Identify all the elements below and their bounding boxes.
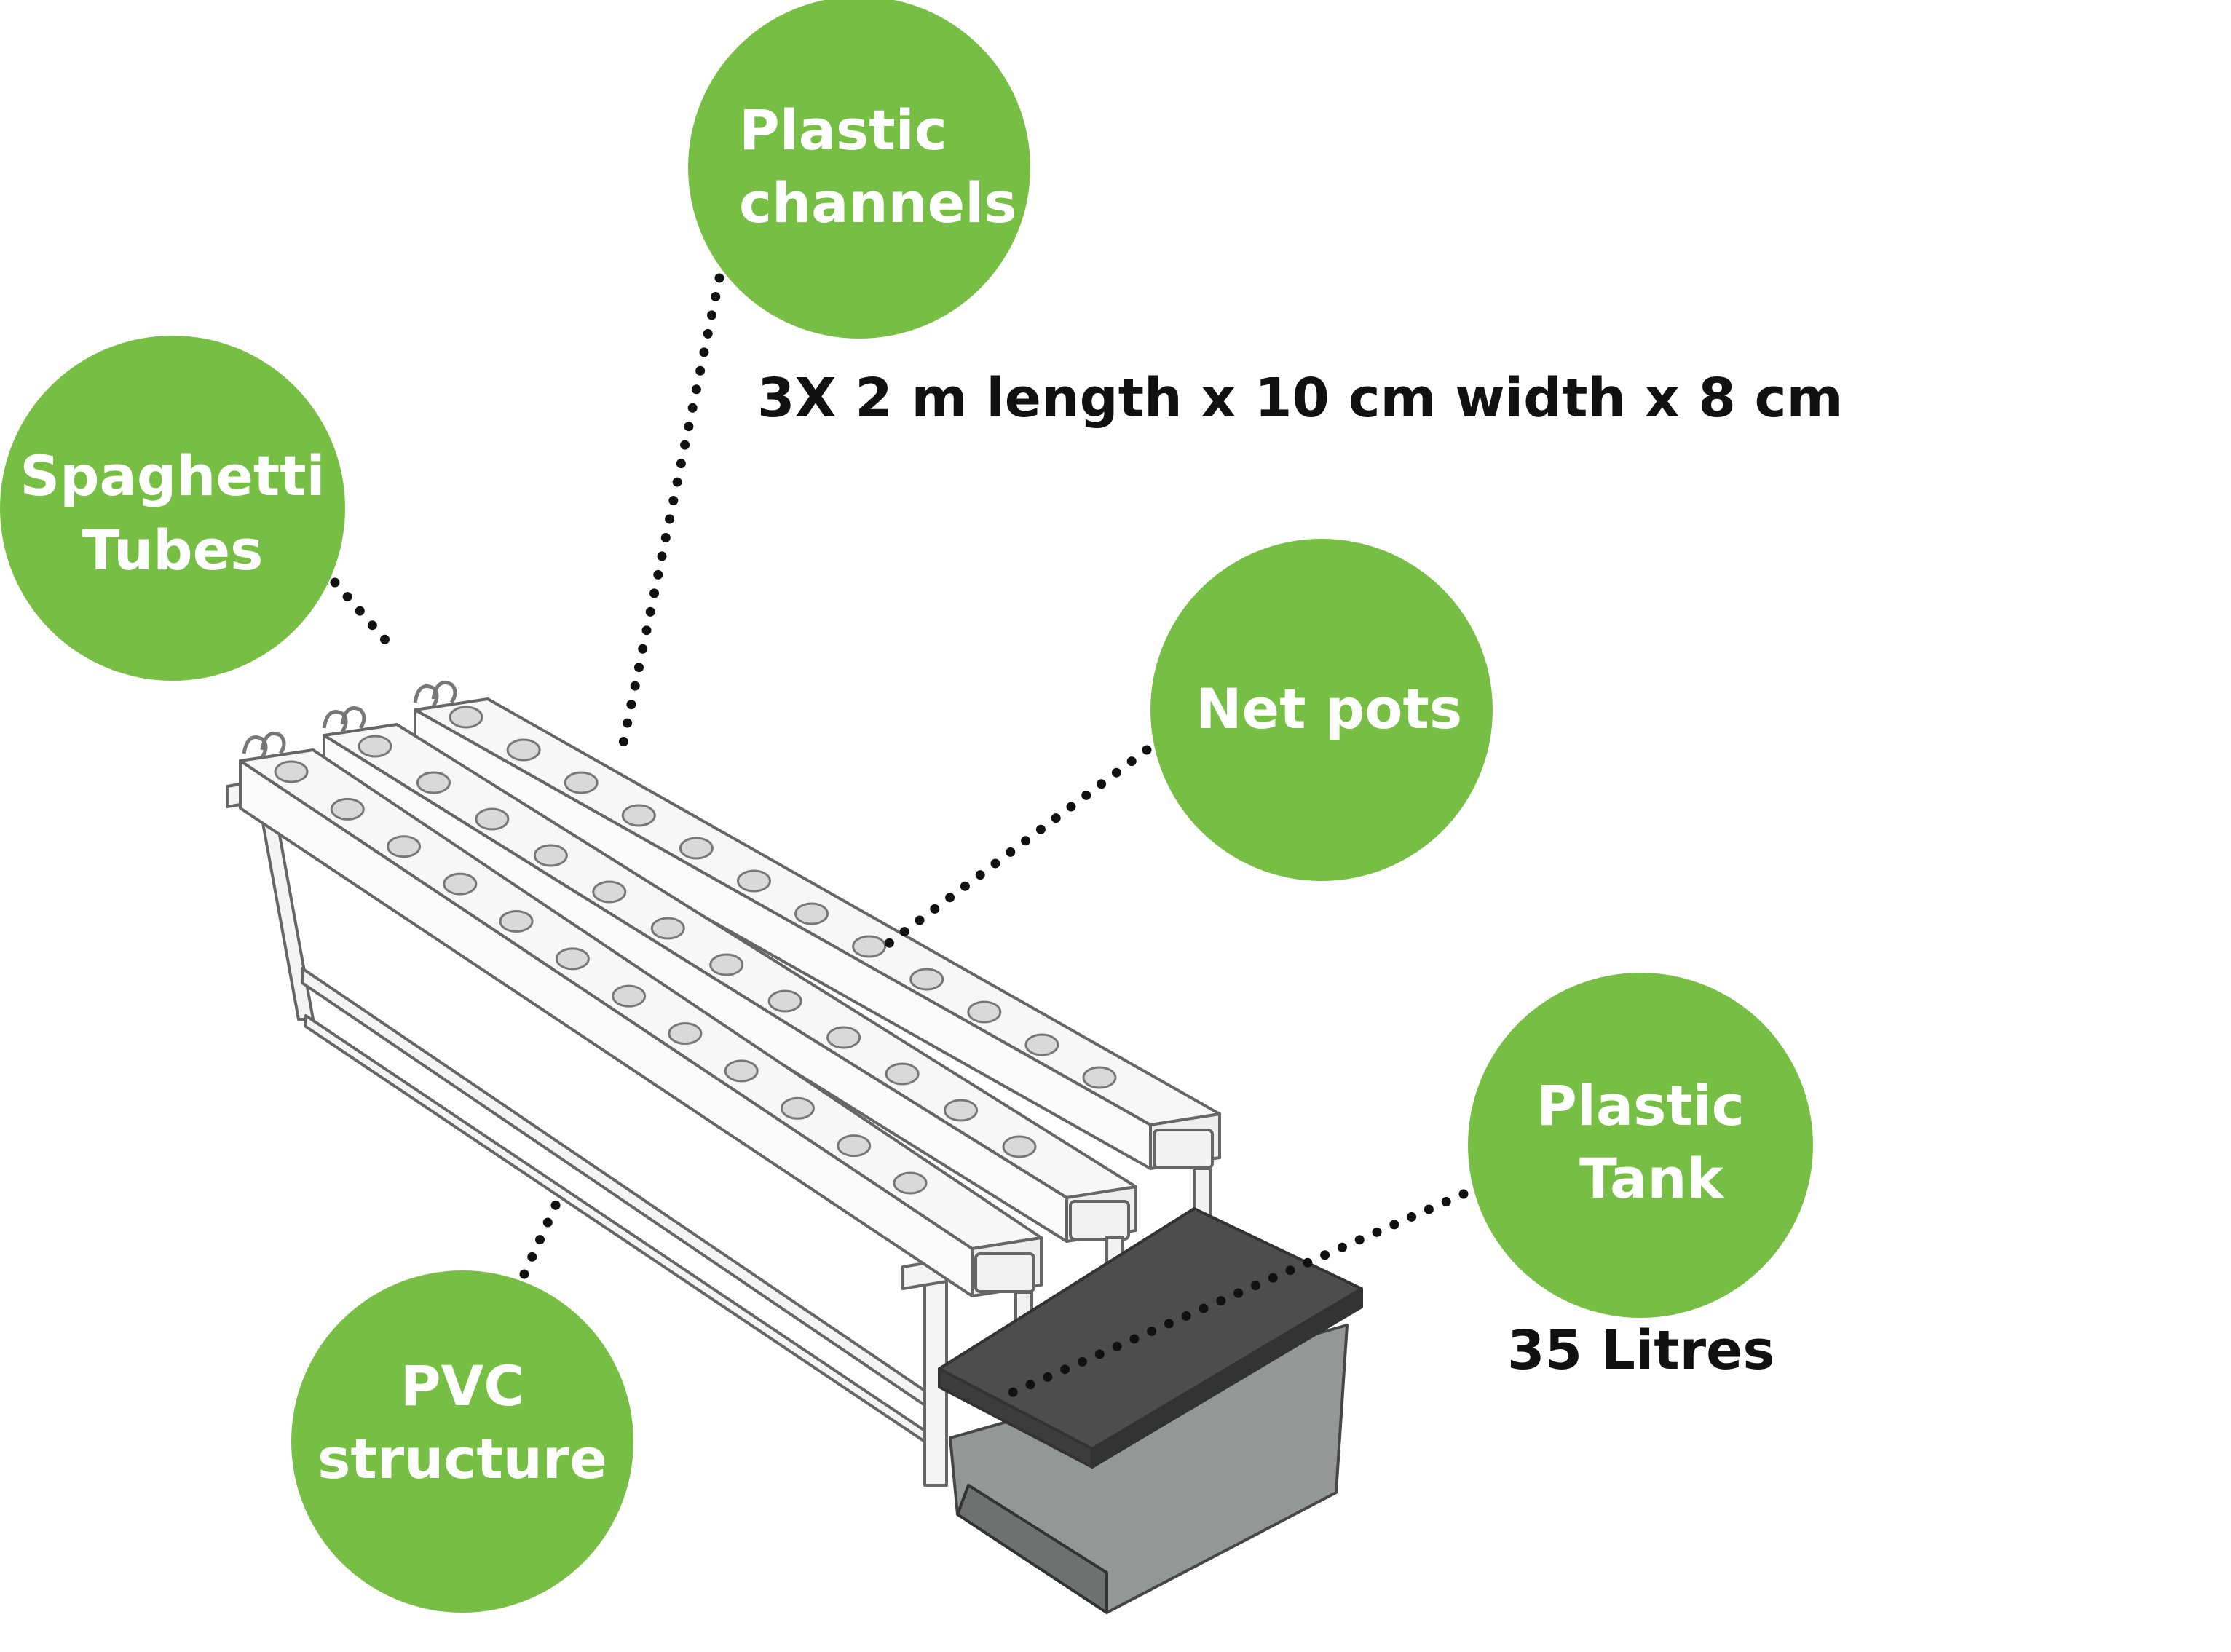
- net-pot-hole: [612, 984, 647, 1008]
- net-pot-hole: [449, 706, 483, 729]
- leader-plastic-channels: [615, 273, 724, 762]
- leader-pvc-structure: [519, 1189, 566, 1279]
- bubble-spaghetti-tubes-line1: Spaghetti: [20, 443, 325, 508]
- leader-net-pots: [880, 745, 1152, 952]
- bubble-pvc-structure-line1: PVC: [400, 1353, 524, 1418]
- net-pot-hole: [679, 837, 714, 860]
- frame-lower-rail-2: [304, 1014, 926, 1443]
- net-pot-hole: [499, 909, 534, 933]
- bubble-plastic-channels: Plastic channels: [688, 0, 1030, 339]
- net-pot-hole: [724, 1059, 759, 1083]
- net-pot-hole: [794, 902, 829, 925]
- bubble-plastic-tank: Plastic Tank: [1468, 973, 1813, 1318]
- net-pot-hole: [837, 1134, 872, 1158]
- net-pot-hole: [909, 968, 944, 991]
- net-pot-hole: [736, 869, 771, 893]
- net-pot-hole: [506, 738, 541, 762]
- net-pot-hole: [1082, 1066, 1117, 1089]
- net-pot-hole: [592, 880, 627, 904]
- frame-lower-rail: [301, 967, 926, 1407]
- net-pot-hole: [893, 1171, 928, 1195]
- net-pot-hole: [1002, 1135, 1037, 1158]
- bubble-pvc-structure: PVC structure: [291, 1270, 633, 1613]
- bubble-net-pots: Net pots: [1150, 539, 1493, 881]
- net-pot-hole: [330, 797, 365, 821]
- net-pot-hole: [780, 1096, 815, 1120]
- net-pot-hole: [668, 1022, 703, 1046]
- net-pot-hole: [709, 953, 744, 976]
- net-pot-holes: [274, 706, 1117, 1195]
- net-pot-hole: [852, 935, 887, 958]
- net-pot-hole: [555, 947, 590, 971]
- bubble-plastic-channels-line1: Plastic: [739, 98, 947, 162]
- net-pot-hole: [1024, 1033, 1059, 1056]
- leader-spaghetti-tubes: [330, 577, 391, 646]
- net-pot-hole: [564, 771, 599, 794]
- net-pot-hole: [533, 844, 568, 867]
- net-pot-hole: [944, 1099, 979, 1122]
- leader-plastic-tank: [1003, 1189, 1469, 1399]
- net-pot-hole: [885, 1062, 920, 1086]
- spaghetti-tube-loops: [242, 681, 457, 759]
- bubble-spaghetti-tubes-line2: Tubes: [82, 518, 264, 582]
- net-pot-hole: [274, 760, 309, 783]
- net-pot-hole: [650, 917, 685, 940]
- net-pot-hole: [967, 1000, 1002, 1024]
- net-pot-hole: [443, 872, 478, 896]
- pvc-frame: [226, 779, 948, 1487]
- leader-lines: [330, 273, 1469, 1399]
- bubble-plastic-tank-line1: Plastic: [1536, 1073, 1745, 1138]
- net-pot-hole: [475, 807, 510, 831]
- tank-capacity-text: 35 Litres: [1507, 1319, 1774, 1382]
- net-pot-hole: [826, 1026, 861, 1049]
- net-pot-hole: [767, 989, 802, 1013]
- bubble-plastic-tank-line2: Tank: [1579, 1146, 1724, 1211]
- bubble-plastic-channels-line2: channels: [739, 170, 1016, 235]
- channel-dimensions-text: 3X 2 m length x 10 cm width x 8 cm: [757, 367, 1843, 430]
- bubble-net-pots-line1: Net pots: [1196, 676, 1462, 741]
- channel-middle: [323, 723, 1137, 1243]
- net-pot-hole: [387, 835, 422, 858]
- net-pot-hole: [416, 771, 451, 794]
- channel-end-caps: [974, 1129, 1214, 1293]
- bubble-pvc-structure-line2: structure: [317, 1426, 607, 1491]
- net-pot-hole: [358, 735, 392, 758]
- net-pot-hole: [621, 804, 656, 827]
- bubble-spaghetti-tubes: Spaghetti Tubes: [0, 336, 345, 681]
